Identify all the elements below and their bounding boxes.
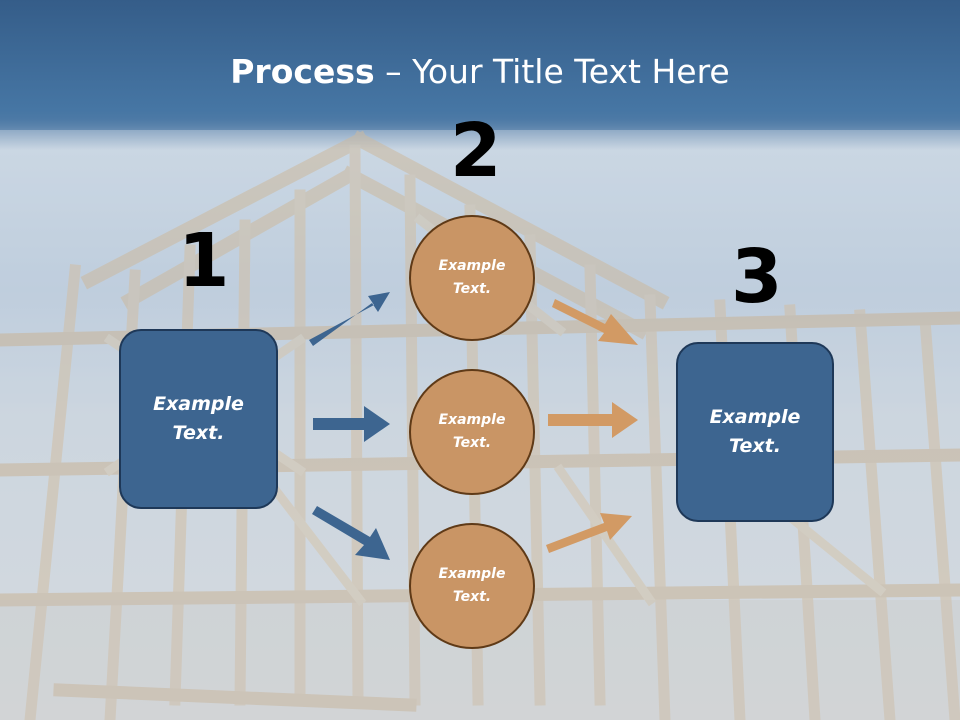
arrow-right-bottom <box>546 513 632 553</box>
title-bold: Process <box>230 52 375 91</box>
step-number-3: 3 <box>731 234 783 320</box>
left-step-box: Example Text. <box>119 329 278 509</box>
left-step-label: Example Text. <box>153 393 244 444</box>
arrow-right-top <box>552 299 638 345</box>
arrow-left-top <box>309 292 390 346</box>
circle-bottom-label: Example Text. <box>438 566 506 605</box>
right-step-box: Example Text. <box>676 342 834 522</box>
title-band <box>0 0 960 130</box>
circle-middle-label: Example Text. <box>438 412 506 451</box>
circle-step-bottom: Example Text. <box>409 523 535 649</box>
step-number-2: 2 <box>450 108 502 194</box>
right-step-label: Example Text. <box>709 406 801 457</box>
circle-step-middle: Example Text. <box>409 369 535 495</box>
circle-top-label: Example Text. <box>438 258 506 297</box>
slide-title: Process – Your Title Text Here <box>0 52 960 91</box>
arrow-left-bottom <box>312 506 390 560</box>
arrow-left-middle <box>313 406 390 442</box>
title-rest: – Your Title Text Here <box>374 52 730 91</box>
step-number-1: 1 <box>178 218 230 304</box>
arrow-right-middle <box>548 402 638 438</box>
circle-step-top: Example Text. <box>409 215 535 341</box>
